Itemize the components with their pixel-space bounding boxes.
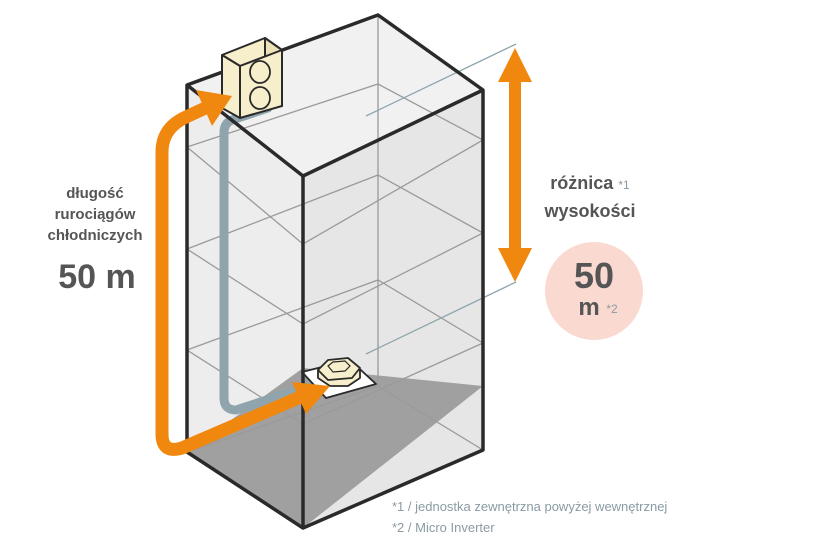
pipe-length-label: długość rurociągów chłodniczych [20,183,170,246]
height-unit-line: m *2 [545,294,643,323]
footnote-mark-1: *1 [618,178,630,192]
height-unit: m [578,294,600,321]
height-difference-label: różnica *1 wysokości [520,170,660,224]
outdoor-unit-icon [221,37,283,119]
footnote-2: *2 / Micro Inverter [392,520,495,535]
pipe-length-value: 50 m [58,258,136,296]
footnote-1: *1 / jednostka zewnętrzna powyżej wewnęt… [392,499,668,514]
refrigerant-pipe [219,103,327,415]
pipe-length-arrow [155,90,330,456]
height-leader-lines [365,43,517,355]
height-label-line-1: różnica *1 [520,170,660,198]
height-value-badge: 50 m *2 [545,242,643,340]
vertical-double-arrow-icon [498,48,532,282]
indoor-unit-icon [301,357,377,399]
pipe-length-label-line: chłodniczych [47,227,143,244]
pipe-length-label-line: długość [66,185,124,202]
height-label-text-2: wysokości [544,201,636,221]
footnote-mark-2: *2 [606,302,618,316]
height-value: 50 [573,255,615,296]
height-label-text-1: różnica [550,173,614,193]
footnotes: *1 / jednostka zewnętrzna powyżej wewnęt… [392,496,667,538]
pipe-length-label-line: rurociągów [54,206,136,223]
